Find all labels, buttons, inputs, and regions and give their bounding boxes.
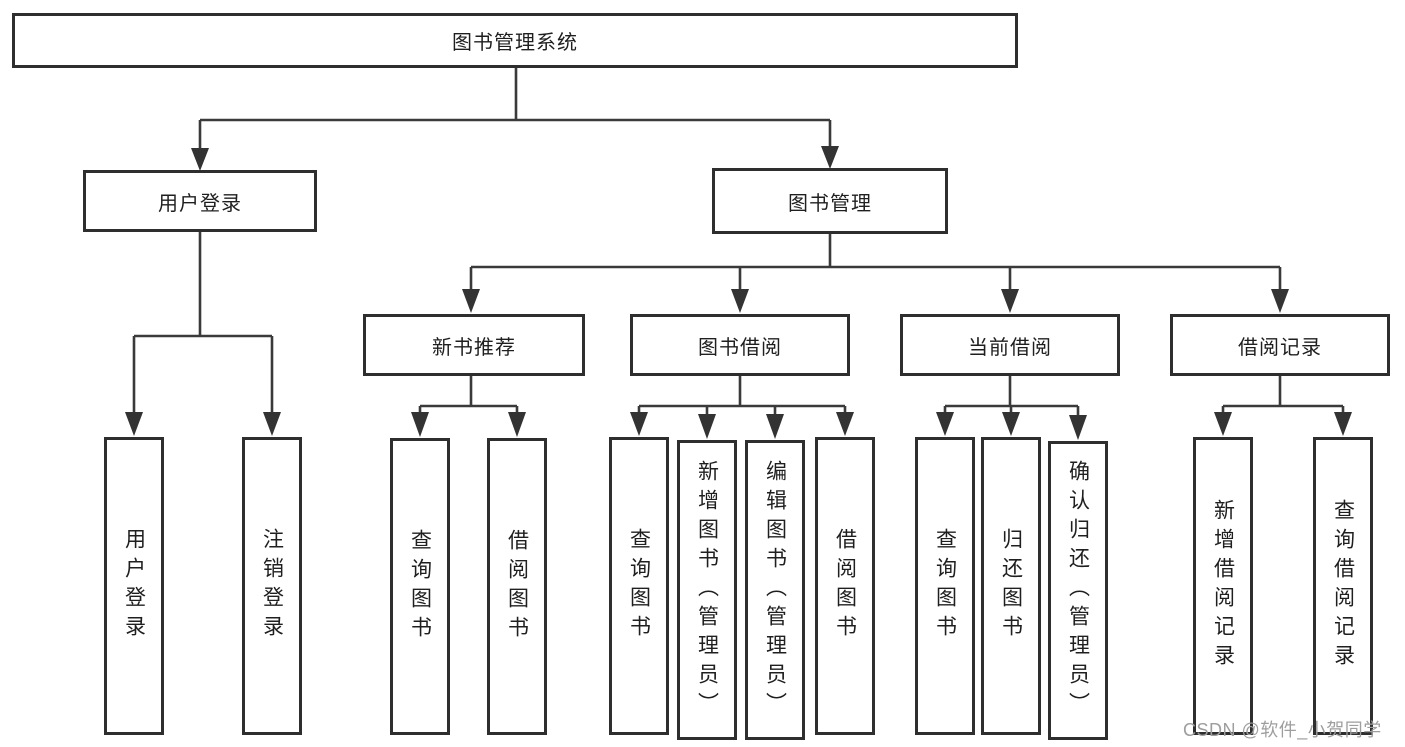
edge-book-borrow-to-leaves	[630, 375, 854, 439]
node-current-borrowing: 当前借阅	[900, 314, 1120, 376]
leaf-add-borrow-record: 新增借阅记录	[1193, 437, 1253, 735]
leaf-edit-books-admin: 编辑图书（管理员）	[745, 440, 805, 740]
edge-book-mgmt-to-level3	[462, 233, 1289, 313]
leaf-query-borrow-record: 查询借阅记录	[1313, 437, 1373, 735]
leaf-borrow-books-borrowing: 借阅图书	[815, 437, 875, 735]
node-new-book-recommendation: 新书推荐	[363, 314, 585, 376]
leaf-add-books-admin: 新增图书（管理员）	[677, 440, 737, 740]
edge-current-borrow-to-leaves	[936, 375, 1087, 440]
node-book-borrowing: 图书借阅	[630, 314, 850, 376]
node-borrowing-records: 借阅记录	[1170, 314, 1390, 376]
leaf-borrow-books-recommend: 借阅图书	[487, 438, 547, 735]
node-user-login: 用户登录	[83, 170, 317, 232]
leaf-confirm-return-admin: 确认归还（管理员）	[1048, 441, 1108, 740]
edge-borrow-records-to-leaves	[1214, 375, 1352, 436]
edge-new-book-rec-to-leaves	[411, 375, 526, 437]
leaf-query-books-recommend: 查询图书	[390, 438, 450, 735]
leaf-return-books: 归还图书	[981, 437, 1041, 735]
leaf-logout: 注销登录	[242, 437, 302, 735]
csdn-watermark: CSDN @软件_小贺同学	[1183, 720, 1382, 740]
leaf-user-login: 用户登录	[104, 437, 164, 735]
node-library-management-system: 图书管理系统	[12, 13, 1018, 68]
node-book-management: 图书管理	[712, 168, 948, 234]
edge-user-login-to-leaves	[125, 231, 281, 436]
leaf-query-books-current: 查询图书	[915, 437, 975, 735]
leaf-query-books-borrowing: 查询图书	[609, 437, 669, 735]
edge-root-to-level2	[191, 67, 839, 171]
